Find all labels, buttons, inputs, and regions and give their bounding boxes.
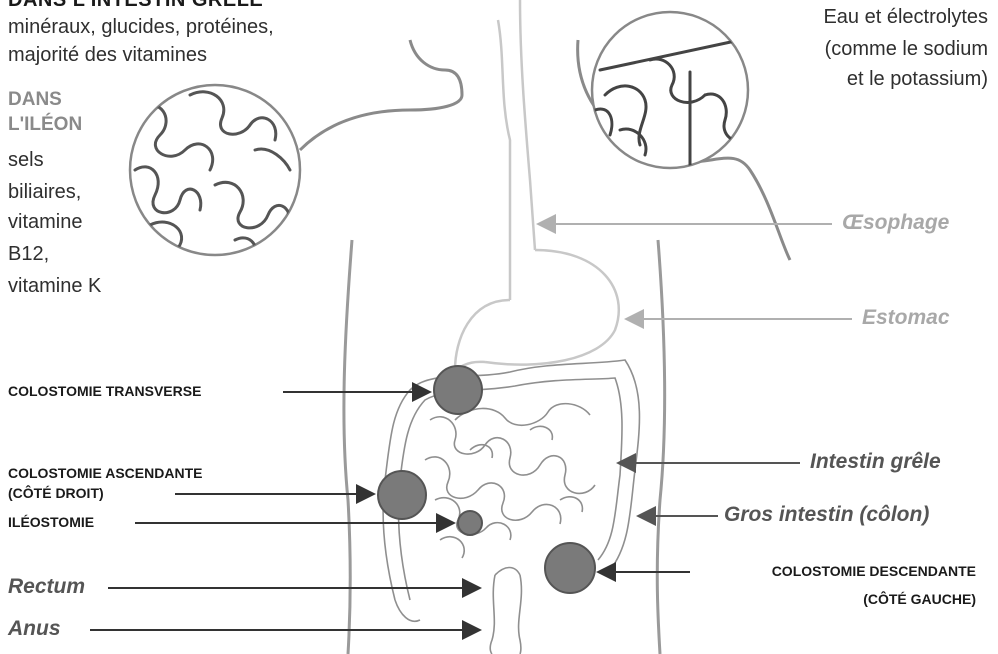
label-anus: Anus (8, 616, 61, 642)
intestin-grele-line1: minéraux, glucides, protéines, (8, 15, 274, 40)
stoma-transverse (434, 366, 482, 414)
ileon-line-2: biliaires, (8, 180, 81, 205)
ileon-magnifier (130, 85, 300, 260)
colon-line3: et le potassium) (847, 67, 988, 92)
intestin-grele-line2: majorité des vitamines (8, 43, 207, 68)
stoma-ascendante (378, 471, 426, 519)
label-rectum: Rectum (8, 574, 85, 600)
colon-line2: (comme le sodium (825, 37, 988, 62)
label-colostomie-transverse: COLOSTOMIE TRANSVERSE (8, 383, 201, 401)
label-colostomie-ascendante-1: COLOSTOMIE ASCENDANTE (8, 465, 202, 483)
ileon-line-4: B12, (8, 242, 49, 267)
label-gros-intestin: Gros intestin (côlon) (724, 502, 929, 528)
stoma-descendante (545, 543, 595, 593)
intestin-grele-heading: DANS L'INTESTIN GRÊLE (8, 0, 263, 13)
label-oesophage: Œsophage (842, 210, 949, 236)
colon-line1: Eau et électrolytes (823, 5, 988, 30)
ileon-heading-2: L'ILÉON (8, 113, 82, 137)
stoma-markers (378, 366, 595, 593)
ileon-heading-1: DANS (8, 88, 62, 112)
label-ileostomie: ILÉOSTOMIE (8, 514, 94, 532)
ileon-line-5: vitamine K (8, 274, 101, 299)
label-estomac: Estomac (862, 305, 950, 331)
ileon-line-1: sels (8, 148, 44, 173)
colon-magnifier (592, 12, 748, 168)
label-colostomie-descendante-1: COLOSTOMIE DESCENDANTE (772, 563, 976, 581)
label-colostomie-descendante-2: (CÔTÉ GAUCHE) (863, 591, 976, 609)
esophagus-stomach (455, 0, 619, 370)
label-colostomie-ascendante-2: (CÔTÉ DROIT) (8, 485, 104, 503)
ileon-line-3: vitamine (8, 210, 82, 235)
label-intestin-grele: Intestin grêle (810, 449, 941, 475)
stoma-ileostomie (458, 511, 482, 535)
body-outline (344, 240, 665, 654)
organ-arrows (540, 224, 852, 516)
